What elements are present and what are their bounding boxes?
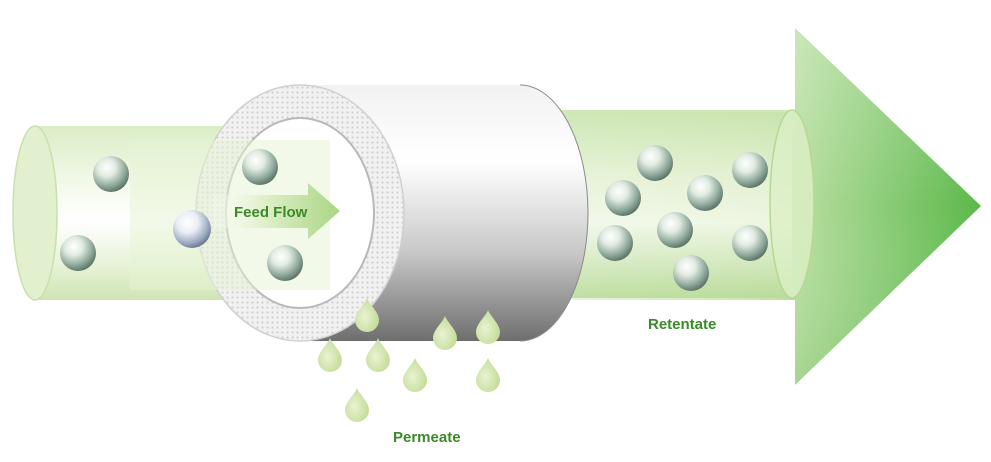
particle-sphere-icon bbox=[637, 145, 673, 181]
permeate-droplet-icon bbox=[355, 298, 379, 332]
particle-sphere-icon bbox=[673, 255, 709, 291]
particle-sphere-icon bbox=[93, 156, 129, 192]
particle-sphere-icon bbox=[597, 225, 633, 261]
particle-sphere-icon bbox=[267, 245, 303, 281]
particle-sphere-icon bbox=[732, 152, 768, 188]
permeate-droplet-icon bbox=[318, 338, 342, 372]
feed-particles bbox=[60, 149, 303, 281]
permeate-droplet-icon bbox=[366, 338, 390, 372]
permeate-droplet-icon bbox=[476, 310, 500, 344]
particle-sphere-icon bbox=[732, 225, 768, 261]
particle-sphere-icon bbox=[242, 149, 278, 185]
feed-flow-arrow-icon bbox=[205, 183, 340, 239]
particle-sphere-icon bbox=[605, 180, 641, 216]
particle-sphere-icon bbox=[657, 212, 693, 248]
feed-flow-label: Feed Flow bbox=[234, 204, 308, 221]
permeate-droplets bbox=[318, 298, 500, 422]
retentate-particles bbox=[597, 145, 768, 291]
retentate-label: Retentate bbox=[648, 316, 716, 333]
particle-sphere-icon bbox=[173, 210, 211, 248]
permeate-droplet-icon bbox=[403, 358, 427, 392]
particle-sphere-icon bbox=[687, 175, 723, 211]
permeate-droplet-icon bbox=[433, 316, 457, 350]
permeate-label: Permeate bbox=[393, 429, 461, 446]
permeate-droplet-icon bbox=[345, 388, 369, 422]
permeate-droplet-icon bbox=[476, 358, 500, 392]
particle-sphere-icon bbox=[60, 235, 96, 271]
